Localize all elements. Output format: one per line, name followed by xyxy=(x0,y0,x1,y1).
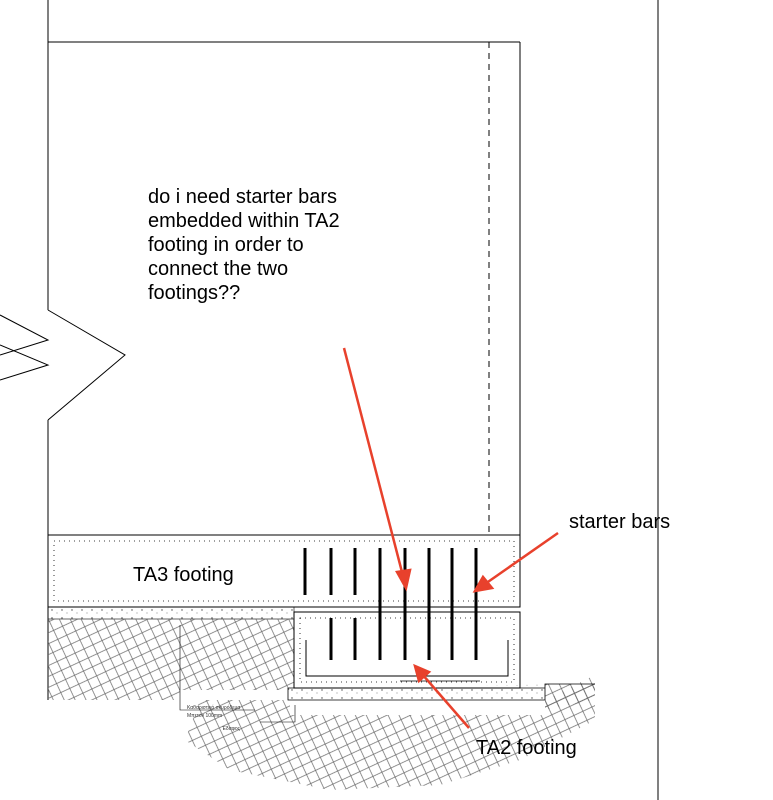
ta2-footing-outline xyxy=(293,611,521,689)
starter-arrow-head xyxy=(472,574,495,593)
question-line: connect the two xyxy=(148,258,289,280)
starter-bars xyxy=(303,548,478,660)
ta2-reinforcement xyxy=(305,640,509,677)
ta3-footing-label: TA3 footing xyxy=(133,564,234,586)
break-symbol xyxy=(0,314,50,356)
question-line: do i need starter bars xyxy=(148,186,337,208)
ta2-arrow-head xyxy=(413,663,432,684)
ta2-footing-label: TA2 footing xyxy=(476,737,577,759)
ta2-footing-inner xyxy=(299,617,515,683)
ta2-arrow-shaft xyxy=(421,673,470,729)
ta3-footing-outline xyxy=(47,534,521,608)
starter-bars-label: starter bars xyxy=(569,511,671,533)
break-symbol-2 xyxy=(0,344,50,381)
question-line: footings?? xyxy=(148,282,241,304)
break-symbol-3 xyxy=(47,309,126,421)
question-arrow-shaft xyxy=(342,347,405,577)
small-note-2: Μπετόν 100mm xyxy=(187,712,222,719)
ground-hatch-bottom xyxy=(185,675,595,790)
annotation-arrows xyxy=(342,347,559,729)
small-note-3: Έδαφος xyxy=(221,726,241,732)
question-line: embedded within TA2 xyxy=(148,210,340,232)
ta3-footing-inner xyxy=(53,540,515,602)
ground-hatch-left xyxy=(48,619,294,700)
note-leader-1 xyxy=(179,625,255,711)
ta2-blinding xyxy=(287,683,595,701)
ta3-blinding xyxy=(47,606,295,620)
small-note-1: Καθαριστικό σκυρόδεμα xyxy=(187,704,240,711)
question-line: footing in order to xyxy=(148,234,304,256)
note-leader-2 xyxy=(260,705,296,723)
question-arrow-head xyxy=(395,568,412,592)
starter-arrow-shaft xyxy=(484,531,559,586)
ground-hatch-right xyxy=(545,684,595,710)
